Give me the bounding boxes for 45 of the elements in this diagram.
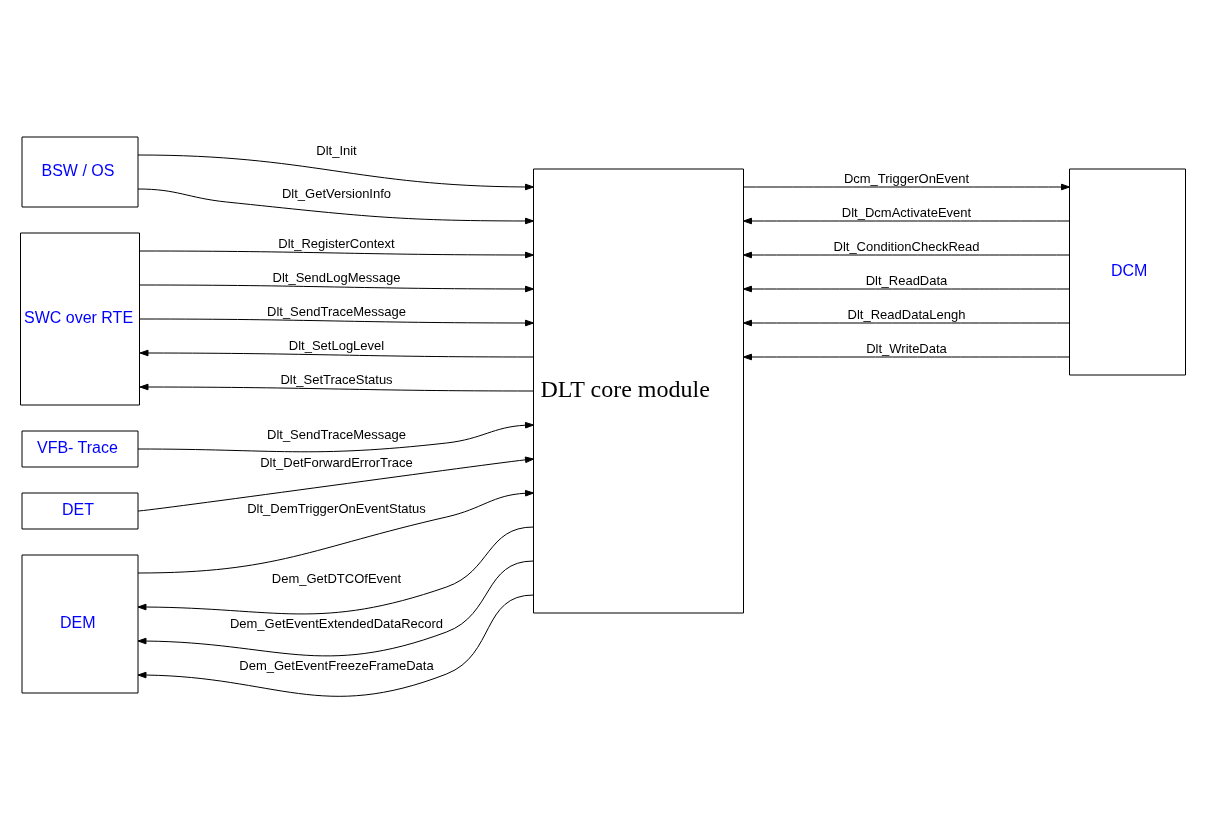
edge-label: Dlt_SetLogLevel	[288, 337, 385, 353]
edge-label: Dlt_Init	[316, 142, 357, 158]
arrow	[137, 560, 534, 656]
node-box: VFB- Trace	[21, 430, 139, 467]
arrow	[139, 284, 534, 292]
node-box: DEM	[21, 554, 139, 693]
arrow	[743, 183, 1070, 190]
arrow	[137, 188, 534, 224]
arrow	[137, 526, 534, 614]
node-box: DCM	[1069, 168, 1186, 375]
edge-label: Dlt_DcmActivateEvent	[841, 204, 972, 220]
edge-label: Dlt_SendTraceMessage	[267, 303, 406, 319]
arrow	[137, 421, 534, 452]
arrow	[139, 383, 534, 391]
arrow	[137, 594, 534, 697]
edge-label: Dlt_RegisterContext	[278, 235, 395, 251]
edge-label: Dlt_SetTraceStatus	[280, 371, 393, 387]
arrow	[139, 318, 534, 326]
edge-label: Dlt_GetVersionInfo	[281, 185, 392, 201]
arrow	[743, 353, 1070, 360]
edge-label: Dlt_WriteData	[866, 340, 947, 356]
edge-label: Dlt_ReadData	[865, 272, 948, 288]
node-box: DLT core module	[533, 168, 744, 613]
arrow	[743, 319, 1070, 326]
edge-label: Dcm_TriggerOnEvent	[843, 170, 970, 186]
node-box: BSW / OS	[21, 136, 139, 207]
edge-label: Dem_GetEventFreezeFrameData	[239, 657, 434, 673]
node-box: SWC over RTE	[20, 232, 140, 405]
edge-label: Dlt_SendTraceMessage	[267, 426, 406, 442]
arrow	[743, 217, 1070, 224]
node-box: DET	[21, 492, 139, 529]
edge-label: Dlt_DetForwardErrorTrace	[260, 454, 413, 470]
edge-label: Dlt_DemTriggerOnEventStatus	[247, 500, 426, 516]
arrow	[137, 154, 534, 190]
arrow	[139, 349, 534, 357]
arrow	[137, 456, 534, 511]
edge-label: Dlt_ConditionCheckRead	[833, 238, 980, 254]
edge-label: Dlt_ReadDataLengh	[847, 306, 966, 322]
edge-label: Dem_GetDTCOfEvent	[271, 570, 402, 586]
arrow	[743, 285, 1070, 292]
edge-label: Dem_GetEventExtendedDataRecord	[229, 615, 444, 631]
edge-label: Dlt_SendLogMessage	[272, 269, 401, 285]
arrow	[743, 251, 1070, 258]
arrow	[137, 489, 534, 573]
arrow	[139, 250, 534, 258]
